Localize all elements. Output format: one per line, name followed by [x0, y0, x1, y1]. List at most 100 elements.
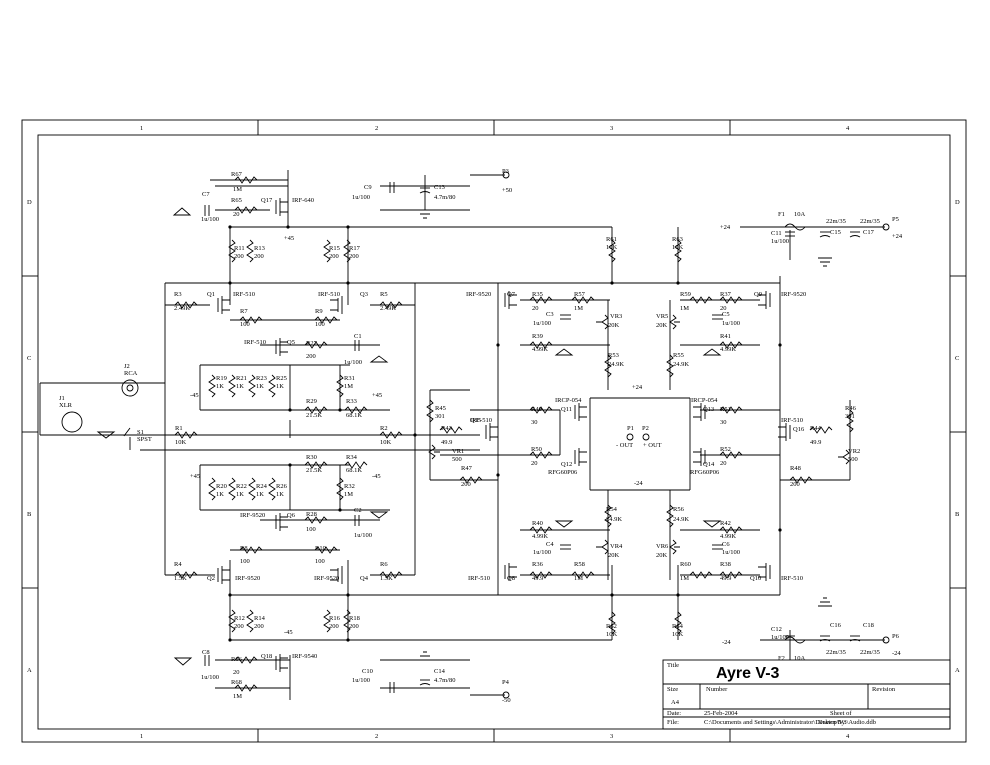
part-ref: Q12	[561, 461, 572, 468]
p6-value: -24	[892, 650, 901, 657]
part-ref: R9	[315, 308, 323, 315]
part-value: 200	[306, 353, 316, 360]
part-value: IRF-640	[292, 197, 314, 204]
part-ref: VR4	[610, 543, 623, 550]
part-ref: R7	[240, 308, 248, 315]
part-ref: R53	[608, 352, 619, 359]
p2-label: P2	[642, 425, 649, 432]
part-ref: R55	[673, 352, 684, 359]
part-value: 10K	[175, 439, 187, 446]
part-ref: Q13	[703, 406, 714, 413]
drawn-by-label: Drawn By:	[818, 719, 847, 726]
part-ref: R48	[790, 465, 801, 472]
title-block	[662, 659, 951, 730]
part-value: 1M	[344, 491, 353, 498]
part-ref: C17	[863, 229, 875, 236]
part-ref: R64	[672, 623, 684, 630]
part-value: IRF-9520	[240, 512, 265, 519]
part-value: 1M	[344, 383, 353, 390]
part-ref: R41	[720, 333, 731, 340]
part-ref: C1	[354, 333, 362, 340]
size-value: A4	[671, 699, 680, 706]
part-value: 24.9K	[608, 361, 624, 368]
part-value: 20	[720, 305, 727, 312]
part-ref: C14	[434, 668, 446, 675]
capacitor-symbols	[204, 182, 861, 693]
connector-symbols	[61, 171, 890, 699]
part-value: 22m/35	[860, 218, 880, 225]
part-value: 200	[349, 623, 359, 630]
part-ref: C11	[771, 230, 782, 237]
part-value: 49.9	[441, 439, 452, 446]
part-value: 21.5K	[306, 467, 322, 474]
part-ref: C4	[546, 541, 554, 548]
part-value: IRF-510	[470, 417, 492, 424]
part-ref: R42	[720, 520, 731, 527]
rail-minus45-right: -45	[372, 473, 381, 480]
part-value: RFG60P06	[690, 469, 720, 476]
part-value: 1M	[233, 693, 242, 700]
part-value: IRF-510	[468, 575, 490, 582]
part-ref: C8	[202, 649, 210, 656]
p3-label: P3	[502, 168, 509, 175]
j2-label: J2	[124, 363, 130, 370]
col-3-top: 3	[610, 125, 613, 132]
part-value: 20	[531, 460, 538, 467]
part-ref: R8	[240, 545, 248, 552]
part-value: IRF-510	[781, 575, 803, 582]
p4-label: P4	[502, 679, 510, 686]
part-ref: C7	[202, 191, 210, 198]
part-ref: R27	[306, 340, 318, 347]
part-ref: R39	[532, 333, 543, 340]
part-ref: R30	[306, 454, 317, 461]
part-ref: R20	[216, 483, 227, 490]
junction-dots	[228, 225, 782, 642]
part-value: 4.99K	[720, 533, 736, 540]
part-ref: R49	[531, 406, 542, 413]
part-ref: R67	[231, 171, 243, 178]
part-value: 4.99K	[532, 346, 548, 353]
part-ref: R43	[441, 425, 452, 432]
row-d-left: D	[27, 199, 32, 206]
part-value: 20K	[608, 322, 620, 329]
p1-value: - OUT	[616, 442, 633, 449]
part-value: 200	[234, 623, 244, 630]
part-ref: R14	[254, 615, 266, 622]
part-ref: R56	[673, 506, 685, 513]
part-value: 1M	[574, 305, 583, 312]
part-value: 21.5K	[306, 412, 322, 419]
part-ref: C12	[771, 626, 782, 633]
rail-plus45-right: +45	[372, 392, 382, 399]
part-ref: R59	[680, 291, 691, 298]
part-ref: R34	[346, 454, 358, 461]
part-value: 20K	[656, 322, 668, 329]
part-value: 10K	[672, 631, 684, 638]
row-c-right: C	[955, 355, 959, 362]
part-ref: R51	[720, 406, 731, 413]
part-ref: R18	[349, 615, 360, 622]
schematic-wires	[39, 170, 885, 700]
revision-label: Revision	[872, 686, 896, 693]
date-value: 25-Feb-2004	[704, 710, 738, 717]
part-ref: R19	[216, 375, 227, 382]
part-ref: C2	[354, 507, 362, 514]
part-ref: R47	[461, 465, 473, 472]
part-value: 1K	[256, 491, 264, 498]
part-ref: C5	[722, 311, 730, 318]
part-value: 4.7m/80	[434, 677, 456, 684]
part-value: IRF-9520	[314, 575, 339, 582]
part-value: 1.5K	[380, 575, 393, 582]
part-value: 500	[848, 456, 858, 463]
part-ref: R25	[276, 375, 287, 382]
part-value: 1u/100	[201, 674, 219, 681]
part-ref: Q16	[793, 426, 805, 433]
part-value: 200	[254, 623, 264, 630]
part-value: 1u/100	[352, 194, 370, 201]
part-value: 2.49K	[380, 305, 396, 312]
p2-value: + OUT	[643, 442, 662, 449]
rail-minus24-center: -24	[634, 480, 643, 487]
part-value: 1K	[276, 491, 284, 498]
part-value: 500	[452, 456, 462, 463]
part-ref: C10	[362, 668, 373, 675]
part-ref: R2	[380, 425, 388, 432]
